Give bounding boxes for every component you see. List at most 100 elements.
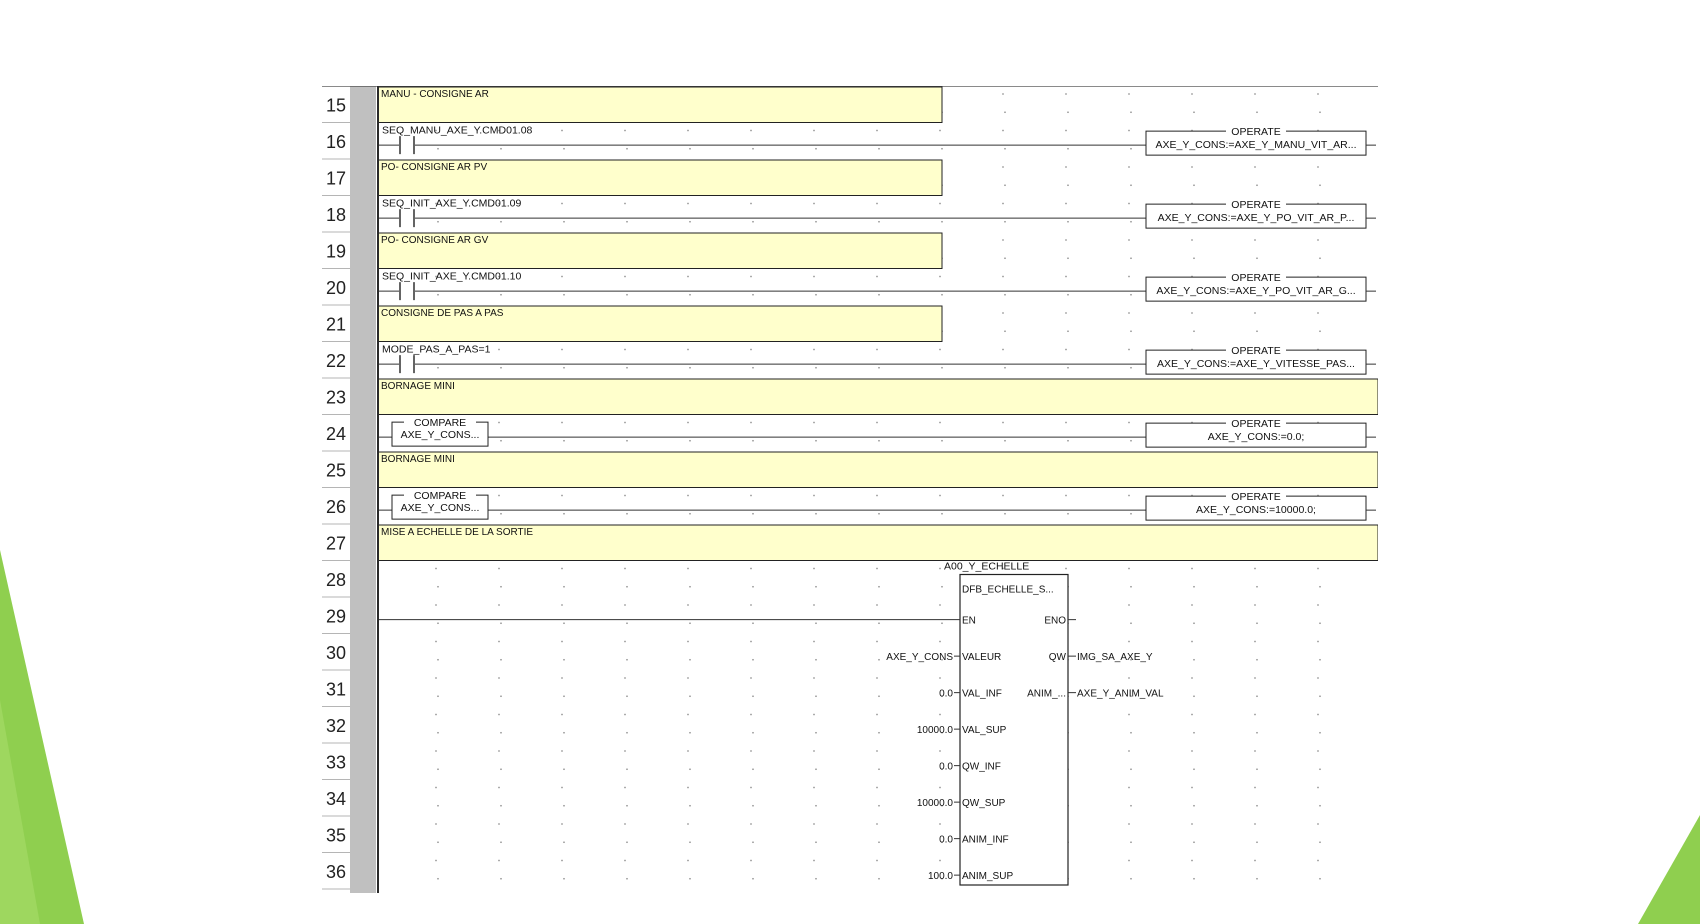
operate-expression: AXE_Y_CONS:=AXE_Y_MANU_VIT_AR... [1155, 139, 1356, 151]
dfb-box[interactable] [959, 573, 1069, 886]
ladder-row-30[interactable]: 30 [322, 643, 350, 671]
input-value[interactable]: 100.0 [928, 871, 953, 882]
output-pin: ANIM_... [1027, 689, 1066, 700]
ladder-row-33[interactable]: 33 [322, 752, 350, 780]
row-number: 28 [326, 570, 346, 590]
ladder-row-25[interactable]: 25 BORNAGE MINI [322, 451, 1378, 488]
normally-open-contact[interactable] [394, 135, 422, 155]
dfb-function-block[interactable]: A00_Y_ECHELLEDFB_ECHELLE_S...ENAXE_Y_CON… [378, 561, 1164, 886]
comment-box[interactable] [377, 159, 943, 196]
comment-text: BORNAGE MINI [381, 454, 455, 465]
normally-open-contact[interactable] [394, 208, 422, 228]
row-number: 24 [326, 424, 346, 444]
ladder-row-24[interactable]: 24COMPAREAXE_Y_CONS...OPERATEAXE_Y_CONS:… [322, 417, 1376, 452]
operate-title: OPERATE [1231, 491, 1280, 503]
normally-open-contact[interactable] [394, 354, 422, 374]
ladder-row-15[interactable]: 15 MANU - CONSIGNE AR [322, 86, 943, 123]
row-number-gutter [322, 86, 350, 893]
ladder-row-20[interactable]: 20 SEQ_INIT_AXE_Y.CMD01.10 OPERATEAXE_Y_CO… [322, 271, 1376, 306]
input-value[interactable]: 10000.0 [917, 725, 954, 736]
comment-box[interactable] [377, 378, 1378, 415]
row-number: 29 [326, 606, 346, 626]
ladder-row-16[interactable]: 16 SEQ_MANU_AXE_Y.CMD01.08 OPERATEAXE_Y_CO… [322, 125, 1376, 160]
dfb-type: DFB_ECHELLE_S... [962, 585, 1054, 596]
row-number: 31 [326, 679, 346, 699]
input-value[interactable]: 0.0 [939, 835, 953, 846]
operate-title: OPERATE [1231, 199, 1280, 211]
comment-text: MANU - CONSIGNE AR [381, 89, 489, 100]
operate-expression: AXE_Y_CONS:=AXE_Y_VITESSE_PAS... [1157, 358, 1355, 370]
ladder-row-29[interactable]: 29 [322, 606, 350, 634]
comment-text: BORNAGE MINI [381, 381, 455, 392]
ladder-row-31[interactable]: 31 [322, 679, 350, 707]
decorative-left-triangle [0, 550, 84, 924]
row-number: 20 [326, 278, 346, 298]
ladder-row-18[interactable]: 18 SEQ_INIT_AXE_Y.CMD01.09 OPERATEAXE_Y_CO… [322, 198, 1376, 233]
operate-title: OPERATE [1231, 126, 1280, 138]
comment-box[interactable] [377, 524, 1378, 561]
operate-title: OPERATE [1231, 418, 1280, 430]
input-pin-qw-sup: QW_SUP [962, 798, 1006, 809]
operate-expression: AXE_Y_CONS:=0.0; [1208, 431, 1305, 443]
input-pin-qw-inf: QW_INF [962, 762, 1001, 773]
ladder-diagram: 15 MANU - CONSIGNE AR 16 SEQ_MANU_AXE_Y.CMD… [322, 86, 1378, 893]
row-number: 36 [326, 862, 346, 882]
row-number: 23 [326, 387, 346, 407]
row-number: 15 [326, 95, 346, 115]
row-number: 17 [326, 168, 346, 188]
contact-label: SEQ_MANU_AXE_Y.CMD01.08 [382, 125, 533, 137]
row-number: 22 [326, 351, 346, 371]
ladder-row-19[interactable]: 19 PO- CONSIGNE AR GV [322, 232, 943, 269]
operate-expression: AXE_Y_CONS:=AXE_Y_PO_VIT_AR_P... [1158, 212, 1355, 224]
operate-expression: AXE_Y_CONS:=AXE_Y_PO_VIT_AR_G... [1156, 285, 1355, 297]
row-number: 35 [326, 825, 346, 845]
ladder-row-26[interactable]: 26COMPAREAXE_Y_CONS...OPERATEAXE_Y_CONS:… [322, 490, 1376, 525]
operate-title: OPERATE [1231, 272, 1280, 284]
row-number: 32 [326, 716, 346, 736]
decorative-right-triangle [1638, 815, 1700, 924]
input-value[interactable]: 0.0 [939, 762, 953, 773]
input-pin-anim-sup: ANIM_SUP [962, 871, 1013, 882]
row-number: 18 [326, 205, 346, 225]
dfb-instance-name: A00_Y_ECHELLE [944, 561, 1029, 573]
comment-text: PO- CONSIGNE AR GV [381, 235, 489, 246]
output-value[interactable]: IMG_SA_AXE_Y [1077, 652, 1153, 663]
contact-label: SEQ_INIT_AXE_Y.CMD01.09 [382, 198, 521, 210]
contact-label: SEQ_INIT_AXE_Y.CMD01.10 [382, 271, 521, 283]
input-value[interactable]: 10000.0 [917, 798, 954, 809]
input-pin-valeur: VALEUR [962, 652, 1001, 663]
ladder-row-28[interactable]: 28 [322, 570, 350, 598]
input-value[interactable]: AXE_Y_CONS [886, 652, 953, 663]
row-number: 25 [326, 460, 346, 480]
input-pin-val-inf: VAL_INF [962, 689, 1002, 700]
input-pin-anim-inf: ANIM_INF [962, 835, 1009, 846]
compare-title: COMPARE [414, 417, 466, 429]
comment-text: MISE A ECHELLE DE LA SORTIE [381, 527, 533, 538]
ladder-row-32[interactable]: 32 [322, 716, 350, 744]
input-pin-val-sup: VAL_SUP [962, 725, 1007, 736]
row-number: 33 [326, 752, 346, 772]
ladder-row-34[interactable]: 34 [322, 789, 350, 817]
row-number: 34 [326, 789, 346, 809]
row-number: 26 [326, 497, 346, 517]
comment-text: PO- CONSIGNE AR PV [381, 162, 487, 173]
row-number: 16 [326, 132, 346, 152]
operate-title: OPERATE [1231, 345, 1280, 357]
comment-text: CONSIGNE DE PAS A PAS [381, 308, 504, 319]
comment-box[interactable] [377, 86, 943, 123]
row-number: 19 [326, 241, 346, 261]
output-value[interactable]: AXE_Y_ANIM_VAL [1077, 689, 1164, 700]
compare-expression: AXE_Y_CONS... [401, 502, 480, 514]
ladder-row-36[interactable]: 36 [322, 862, 350, 890]
input-value[interactable]: 0.0 [939, 689, 953, 700]
ladder-row-35[interactable]: 35 [322, 825, 350, 853]
comment-box[interactable] [377, 451, 1378, 488]
comment-box[interactable] [377, 232, 943, 269]
ladder-row-23[interactable]: 23 BORNAGE MINI [322, 378, 1378, 415]
compare-title: COMPARE [414, 490, 466, 502]
normally-open-contact[interactable] [394, 281, 422, 301]
ladder-row-17[interactable]: 17 PO- CONSIGNE AR PV [322, 159, 943, 196]
